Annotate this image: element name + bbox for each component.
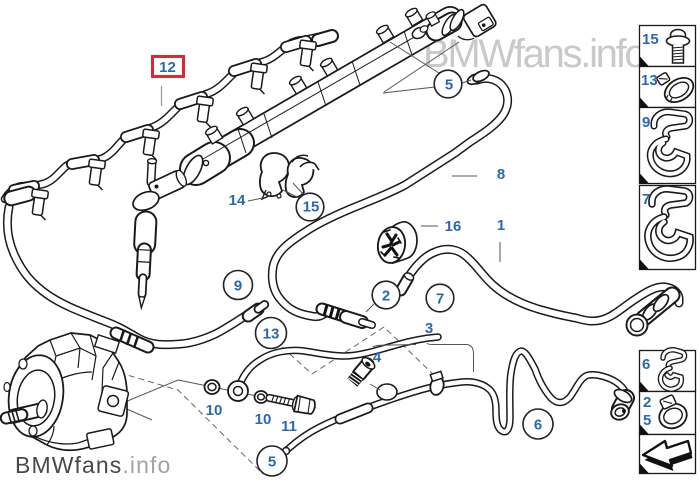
svg-text:8: 8	[497, 166, 505, 183]
svg-text:BMWfans.info: BMWfans.info	[423, 32, 645, 76]
svg-text:16: 16	[445, 218, 462, 235]
svg-text:6: 6	[642, 356, 650, 373]
svg-text:3: 3	[425, 320, 433, 337]
svg-text:14: 14	[229, 192, 246, 209]
svg-text:7: 7	[436, 291, 444, 308]
svg-text:15: 15	[642, 31, 659, 48]
svg-text:2: 2	[643, 394, 651, 411]
svg-text:2: 2	[382, 288, 390, 305]
svg-text:1: 1	[497, 217, 505, 234]
svg-text:13: 13	[263, 326, 280, 343]
svg-text:6: 6	[534, 417, 542, 434]
svg-text:4: 4	[373, 349, 382, 366]
svg-text:11: 11	[281, 418, 297, 435]
svg-text:9: 9	[234, 278, 242, 295]
svg-text:5: 5	[445, 77, 453, 94]
svg-text:BMWfans.info: BMWfans.info	[15, 452, 171, 478]
svg-text:12: 12	[159, 59, 176, 76]
svg-text:5: 5	[643, 412, 651, 429]
svg-text:10: 10	[206, 402, 223, 419]
svg-text:7: 7	[642, 191, 650, 208]
svg-text:13: 13	[641, 72, 658, 89]
svg-text:15: 15	[303, 199, 320, 216]
svg-text:5: 5	[268, 454, 276, 471]
svg-text:9: 9	[642, 114, 650, 131]
svg-text:10: 10	[255, 411, 272, 428]
